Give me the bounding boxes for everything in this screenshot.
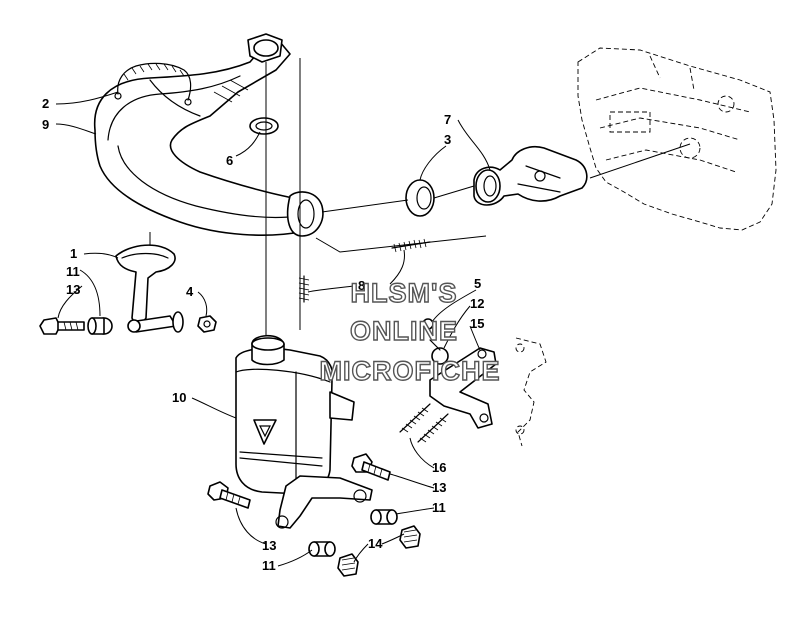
callout-8: 8 bbox=[358, 278, 365, 293]
nut-14-upper bbox=[399, 525, 421, 549]
spring-8-upper bbox=[391, 238, 431, 253]
callout-12: 12 bbox=[470, 296, 484, 311]
watermark-line-1: HLSM'S bbox=[351, 278, 458, 308]
bolt-13-left bbox=[39, 317, 85, 335]
spacer-11-left bbox=[87, 317, 113, 335]
exhaust-pipe bbox=[93, 33, 324, 237]
callout-10: 10 bbox=[172, 390, 186, 405]
bolt-13-lower-left bbox=[207, 481, 251, 509]
watermark-line-3: MICROFICHE bbox=[320, 356, 501, 386]
bracket-link bbox=[127, 315, 177, 333]
callout-14: 14 bbox=[368, 536, 383, 551]
engine-outline bbox=[577, 47, 777, 231]
callout-1: 1 bbox=[70, 246, 77, 261]
spring-8-lower bbox=[298, 275, 310, 303]
spring-2 bbox=[114, 62, 192, 106]
muffler-10 bbox=[235, 334, 355, 495]
watermark-line-2: ONLINE bbox=[350, 316, 458, 346]
exhaust-manifold-7 bbox=[473, 145, 588, 206]
rubber-mount-12 bbox=[429, 339, 449, 365]
lower-bracket bbox=[275, 475, 373, 529]
callout-leaders bbox=[55, 91, 491, 567]
callout-6: 6 bbox=[226, 153, 233, 168]
nut-14-lower bbox=[337, 553, 359, 577]
nut-4 bbox=[197, 315, 217, 333]
callout-numbers: 2 9 6 7 3 1 11 13 4 8 5 12 15 10 16 13 1… bbox=[42, 96, 484, 573]
callout-9: 9 bbox=[42, 117, 49, 132]
callout-11-bottom: 11 bbox=[262, 558, 276, 573]
callout-11-right: 11 bbox=[432, 500, 446, 515]
callout-13-right: 13 bbox=[432, 480, 446, 495]
callout-11-left: 11 bbox=[66, 264, 80, 279]
spacer-11-bottom bbox=[308, 541, 336, 557]
watermark: HLSM'S ONLINE MICROFICHE bbox=[319, 277, 501, 386]
washer-4 bbox=[172, 311, 184, 333]
callout-16: 16 bbox=[432, 460, 446, 475]
callout-5: 5 bbox=[474, 276, 481, 291]
callout-13-bottom: 13 bbox=[262, 538, 276, 553]
callout-3: 3 bbox=[444, 132, 451, 147]
clamp-5 bbox=[422, 318, 434, 330]
seal-3 bbox=[405, 179, 435, 217]
grommet-6 bbox=[249, 117, 279, 135]
callout-2: 2 bbox=[42, 96, 49, 111]
callout-7: 7 bbox=[444, 112, 451, 127]
spacer-11-right bbox=[370, 509, 398, 525]
bracket-1 bbox=[115, 244, 176, 331]
springs-16 bbox=[399, 403, 449, 443]
bolt-13-lower-right bbox=[351, 453, 391, 481]
callout-15: 15 bbox=[470, 316, 484, 331]
callout-13-left: 13 bbox=[66, 282, 80, 297]
callout-4: 4 bbox=[186, 284, 194, 299]
chassis-bracket-15 bbox=[429, 337, 547, 447]
